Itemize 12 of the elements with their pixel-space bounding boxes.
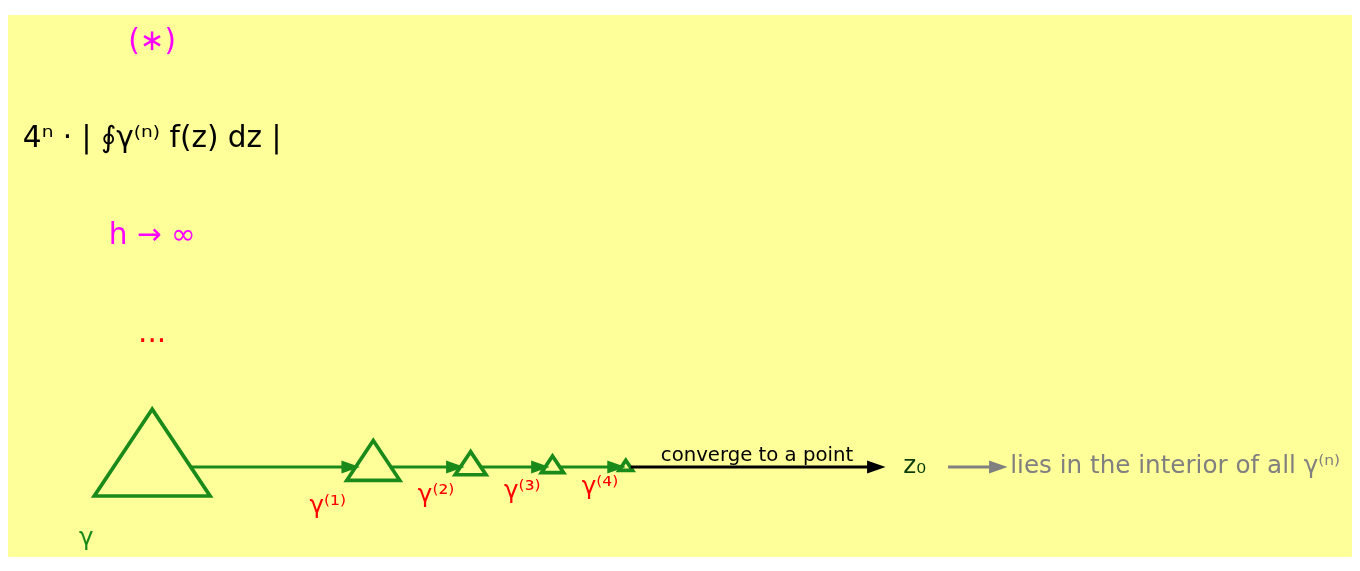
- label: ...: [138, 314, 167, 349]
- node-label: γ⁽²⁾: [417, 478, 455, 508]
- node-label: γ⁽³⁾: [504, 474, 541, 504]
- node-label: γ: [78, 521, 94, 551]
- edge-label: converge to a point: [660, 442, 854, 466]
- label: h → ∞: [108, 216, 196, 251]
- label: (∗): [128, 22, 177, 57]
- node-text: z₀: [903, 449, 927, 479]
- node-label: γ⁽⁴⁾: [581, 470, 619, 500]
- node-label: γ⁽¹⁾: [309, 489, 346, 519]
- node-text: lies in the interior of all γ⁽ⁿ⁾: [1010, 449, 1341, 479]
- label: 4ⁿ · | ∮γ⁽ⁿ⁾ f(z) dz |: [22, 119, 282, 154]
